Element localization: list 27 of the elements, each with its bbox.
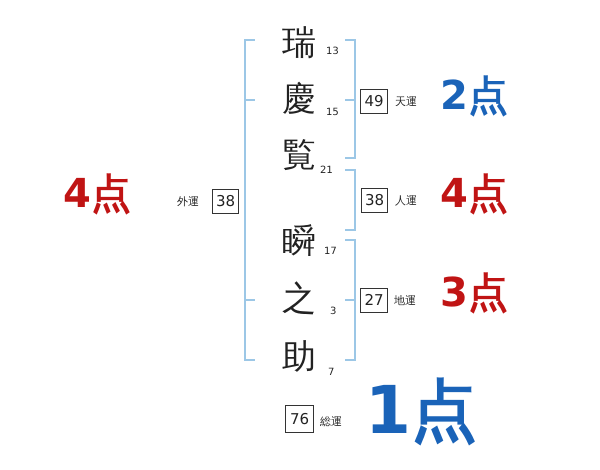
score-text: 4点 (440, 174, 508, 214)
number-box: 38 (212, 189, 239, 214)
name-character: 之 (282, 282, 316, 316)
number-box: 38 (361, 188, 388, 213)
score-text: 4点 (63, 174, 131, 214)
score-text: 3点 (440, 273, 508, 313)
name-character: 慶 (282, 82, 316, 116)
stroke-count: 7 (328, 368, 334, 378)
fortune-label: 人運 (395, 195, 417, 206)
name-character: 助 (282, 340, 316, 374)
stroke-count: 17 (324, 247, 337, 257)
fortune-label: 天運 (395, 96, 417, 107)
stroke-count: 13 (326, 47, 339, 57)
number-box: 27 (360, 288, 388, 313)
stroke-count: 3 (330, 307, 336, 317)
score-text: 1点 (365, 378, 477, 444)
number-box: 76 (285, 405, 314, 433)
name-character: 瑞 (282, 26, 316, 60)
name-character: 覧 (282, 138, 316, 172)
fortune-label: 地運 (394, 295, 416, 306)
number-box: 49 (360, 89, 388, 114)
stroke-count: 21 (320, 166, 333, 176)
score-text: 2点 (440, 76, 508, 116)
fortune-label: 外運 (177, 196, 199, 207)
name-character: 瞬 (282, 224, 316, 258)
stroke-count: 15 (326, 108, 339, 118)
fortune-label: 総運 (320, 416, 342, 427)
